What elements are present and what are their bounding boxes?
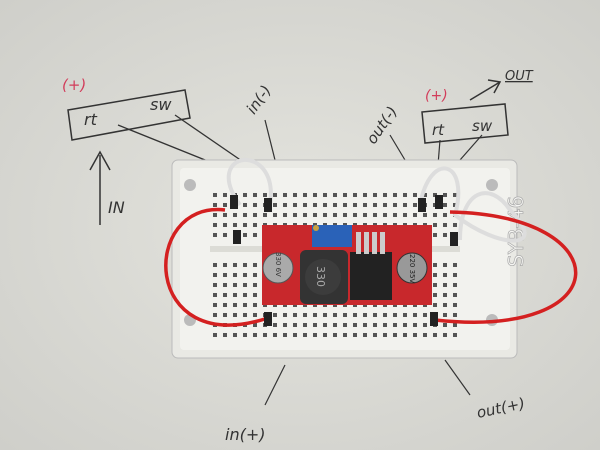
- left-sw-label: sw: [150, 95, 172, 114]
- in-arrow: IN: [89, 150, 125, 225]
- right-sw-label: sw: [472, 117, 493, 135]
- input-capacitor: [262, 252, 294, 284]
- in-plus-label: in(+): [225, 425, 265, 444]
- input-capacitor-label: 330 6V: [274, 252, 282, 277]
- right-plus-label: (+): [425, 88, 448, 104]
- in-label: IN: [108, 198, 125, 217]
- potentiometer: [312, 225, 352, 247]
- right-sketch-box: (+) rt sw OUT: [421, 69, 534, 166]
- wires: [164, 157, 578, 327]
- regulator-chip: [350, 252, 392, 300]
- inductor-label: 330: [314, 266, 327, 287]
- buck-converter-module: 330 330 6V 220 35V: [262, 225, 432, 305]
- output-capacitor-label: 220 35V: [408, 254, 416, 283]
- out-label: OUT: [505, 69, 534, 84]
- left-rt-label: rt: [84, 110, 98, 129]
- output-capacitor: [396, 252, 428, 284]
- right-rt-label: rt: [432, 121, 445, 139]
- left-plus-label: (+): [62, 76, 86, 94]
